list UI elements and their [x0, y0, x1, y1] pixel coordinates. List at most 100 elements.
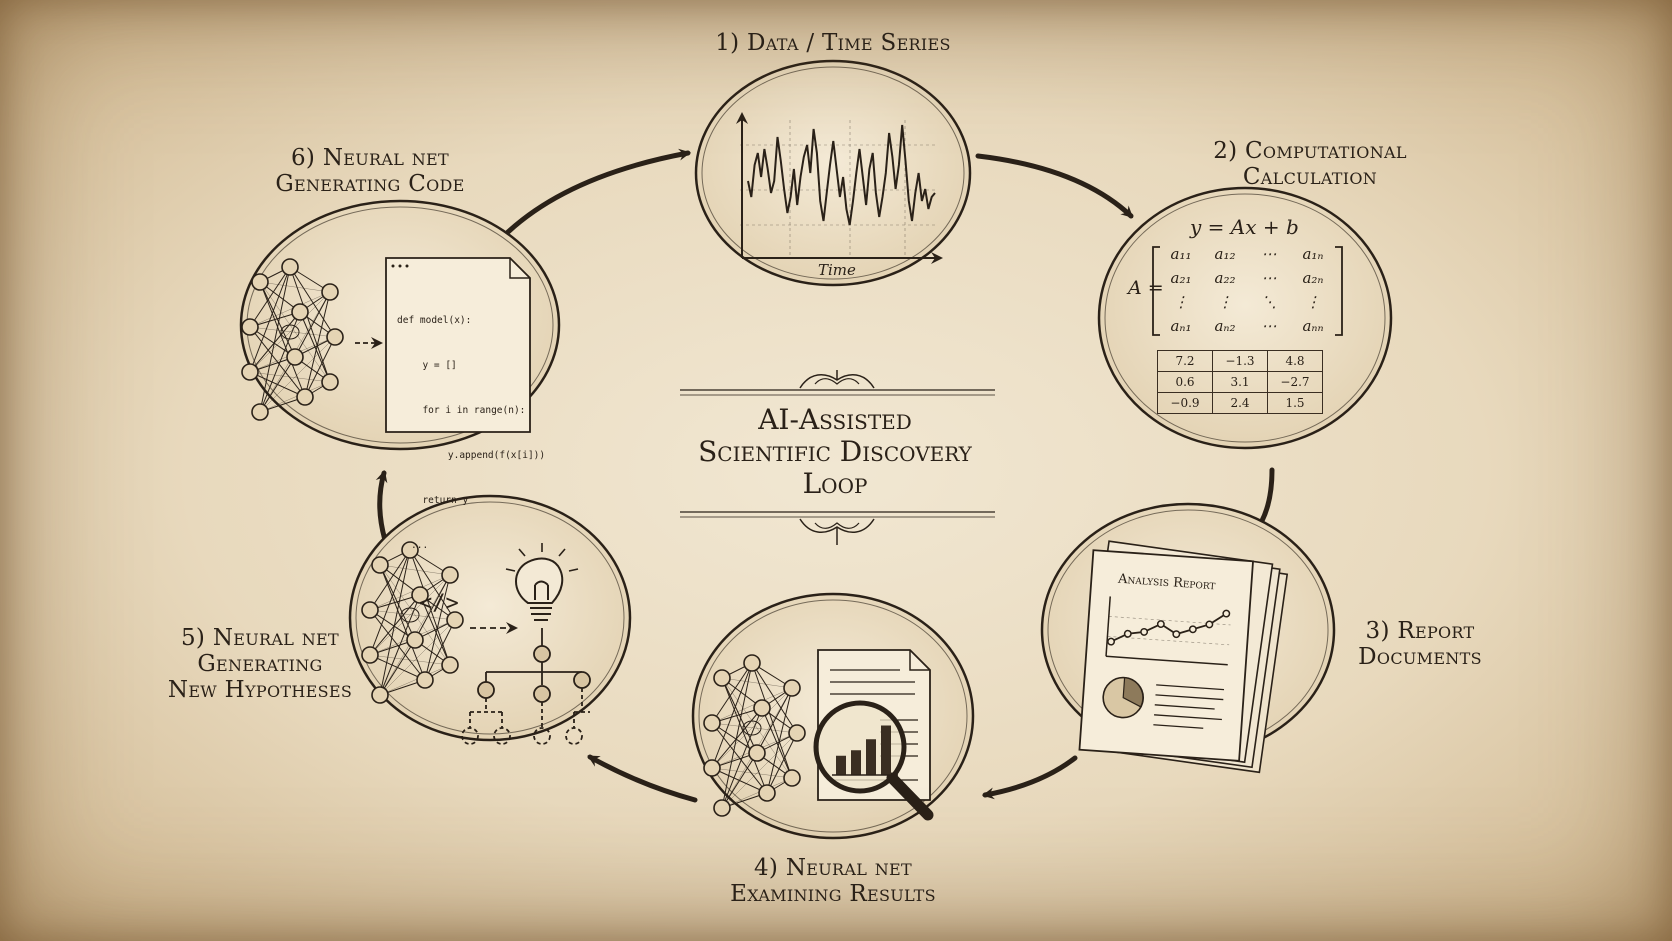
neuron-node [326, 328, 344, 346]
matrix-cell: ⋱ [1261, 293, 1277, 311]
table-cell: 3.1 [1212, 371, 1268, 393]
matrix-cell: aₙ₂ [1214, 317, 1236, 335]
neuron-node [281, 258, 299, 276]
neuron-node [713, 669, 731, 687]
table-cell: −2.7 [1267, 371, 1323, 393]
code-line: ... [411, 540, 429, 551]
neuron-node [416, 671, 434, 689]
matrix-cell: ⋮ [1173, 293, 1189, 311]
neuron-node [361, 601, 379, 619]
code-line: for i in range(n): [411, 405, 526, 416]
report-point [1156, 620, 1165, 628]
step-4-line-2: Examining Results [730, 881, 936, 907]
node-1-time-series [694, 59, 972, 287]
arrow-4-to-5 [587, 754, 698, 803]
matrix-cell: ⋯ [1261, 317, 1277, 335]
diagram-title: AI-Assisted Scientific Discovery Loop [660, 404, 1010, 500]
neuron-node [291, 303, 309, 321]
time-series-line [747, 124, 936, 226]
step-5-label: 5) Neural net Generating New Hypotheses [150, 625, 370, 703]
report-point [1205, 620, 1214, 629]
matrix-lhs: A = [1128, 277, 1164, 299]
step-4-line-1: 4) Neural net [754, 855, 912, 881]
matrix-cell: ⋯ [1261, 269, 1277, 287]
step-3-line-2: Documents [1358, 644, 1482, 670]
neural-net-icon-4 [703, 654, 806, 817]
neuron-node [748, 744, 766, 762]
neuron-node [783, 679, 801, 697]
examined-bar [836, 755, 846, 775]
neuron-node [371, 686, 389, 704]
matrix-cell: a₁ₙ [1302, 245, 1324, 263]
report-point [1188, 625, 1197, 634]
neuron-node [446, 611, 464, 629]
step-6-line-1: 6) Neural net [291, 145, 449, 171]
examined-bar [851, 750, 861, 775]
neuron-node [703, 714, 721, 732]
neuron-node [321, 283, 339, 301]
matrix-cell: a₁₂ [1214, 245, 1236, 263]
node-4-examining [691, 592, 975, 840]
examined-bar [866, 739, 876, 775]
title-ornaments [680, 370, 995, 545]
step-3-label: 3) Report Documents [1320, 618, 1520, 670]
neuron-node [251, 273, 269, 291]
table-cell: 0.6 [1157, 371, 1213, 393]
step-6-label: 6) Neural net Generating Code [240, 145, 500, 197]
step-2-line-2: Calculation [1242, 164, 1378, 190]
matrix-cell: aₙₙ [1302, 317, 1324, 335]
examined-bar-chart [832, 725, 898, 776]
neuron-node [251, 403, 269, 421]
code-line: y.append(f(x[i])) [425, 450, 546, 461]
step-3-line-1: 3) Report [1365, 618, 1475, 644]
neuron-node [783, 769, 801, 787]
neuron-node [401, 541, 419, 559]
neuron-node [321, 373, 339, 391]
neuron-node [371, 556, 389, 574]
matrix-cell: a₂ₙ [1302, 269, 1324, 287]
node-3-report [1040, 502, 1336, 774]
matrix-cell: ⋯ [1261, 245, 1277, 263]
neuron-node [713, 799, 731, 817]
report-point [1107, 637, 1116, 646]
step-4-label: 4) Neural net Examining Results [683, 855, 983, 907]
neuron-node [241, 318, 259, 336]
code-document [385, 257, 531, 433]
step-2-line-1: 2) Computational [1213, 138, 1407, 164]
title-line-3: Loop [802, 467, 868, 500]
matrix-cell: ⋮ [1305, 293, 1321, 311]
neuron-node [441, 656, 459, 674]
title-line-1: AI-Assisted [758, 403, 912, 436]
cycle-arrows [375, 148, 1275, 803]
neural-net-icon-6 [241, 258, 344, 421]
matrix-row: aₙ₁ aₙ₂ ⋯ aₙₙ [1159, 317, 1339, 341]
matrix-row: ⋮⋮⋱⋮ [1159, 293, 1339, 317]
equation: y = Ax + b [1190, 215, 1299, 239]
report-point [1222, 609, 1231, 618]
examined-bar [881, 725, 891, 775]
table-cell: 4.8 [1267, 350, 1323, 372]
matrix-cell: a₂₁ [1170, 269, 1192, 287]
step-5-line-1: 5) Neural net [181, 625, 339, 651]
node-5-hypotheses [348, 494, 632, 745]
neuron-node [441, 566, 459, 584]
time-axis-label: Time [818, 261, 856, 279]
neural-net-icon-5 [361, 541, 464, 704]
neuron-node [361, 646, 379, 664]
step-1-line-1: 1) Data / Time Series [715, 30, 951, 56]
code-tag-icon: </> [419, 591, 459, 616]
report-point [1140, 627, 1149, 636]
arrow-6-to-1 [505, 148, 691, 235]
neuron-node [758, 784, 776, 802]
step-2-label: 2) Computational Calculation [1170, 138, 1450, 190]
arrow-3-to-4 [982, 755, 1078, 800]
arrow-5-to-6 [375, 470, 388, 543]
table-cell: 2.4 [1212, 392, 1268, 414]
matrix-cell: aₙ₁ [1170, 317, 1192, 335]
code-line: return y [411, 495, 469, 506]
code-line: def model(x): [397, 315, 472, 326]
